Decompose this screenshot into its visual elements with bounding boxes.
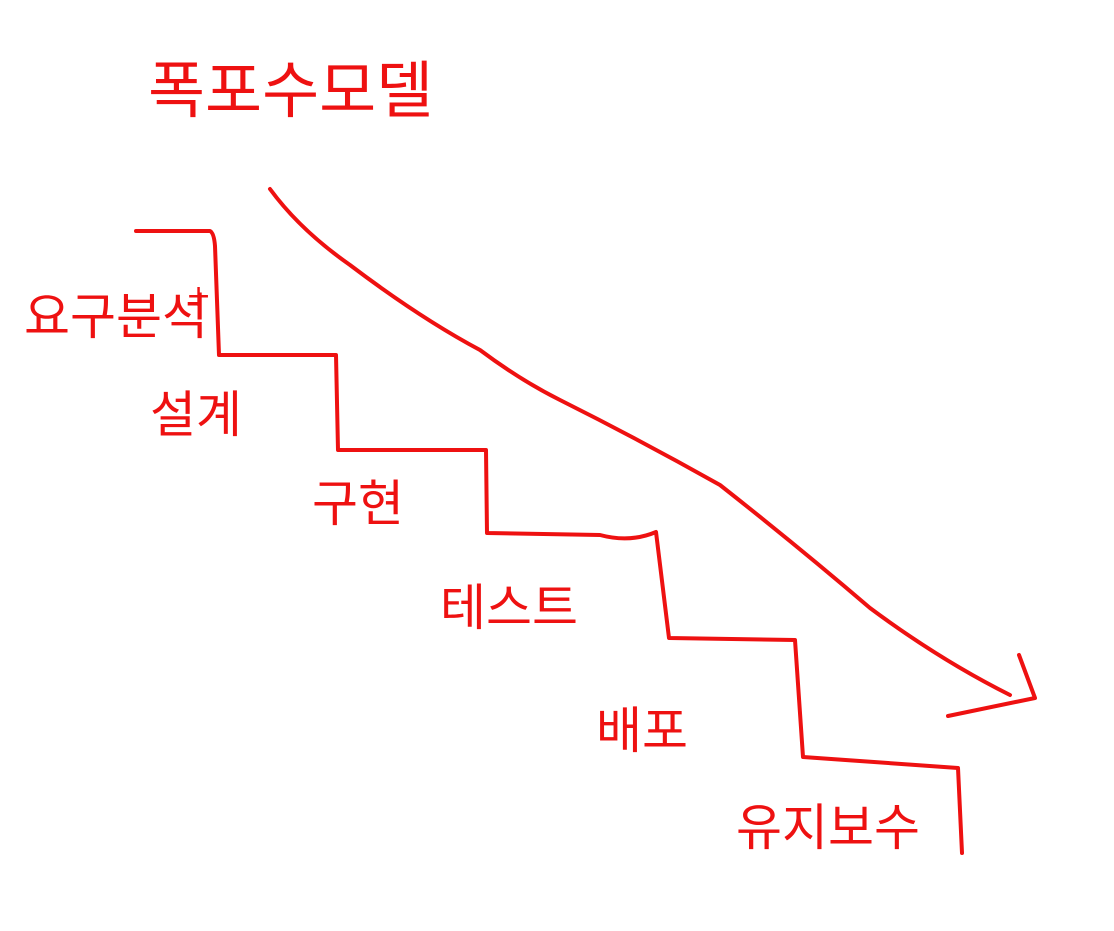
diagram-title: 폭포수모델 bbox=[148, 54, 433, 127]
stage-label-implementation: 구현 bbox=[312, 475, 404, 533]
stage-label-deploy: 배포 bbox=[596, 702, 688, 760]
stage-label-test: 테스트 bbox=[440, 579, 578, 637]
stage-label-requirements: 요구분석 bbox=[24, 288, 208, 346]
flow-arrow-head bbox=[946, 653, 1037, 718]
staircase-outline bbox=[134, 229, 964, 855]
flow-arrow-curve bbox=[268, 187, 1012, 697]
stage-label-design: 설계 bbox=[150, 386, 242, 444]
stage-plus-mark: + bbox=[186, 279, 211, 314]
stage-label-maintenance: 유지보수 bbox=[736, 799, 920, 857]
